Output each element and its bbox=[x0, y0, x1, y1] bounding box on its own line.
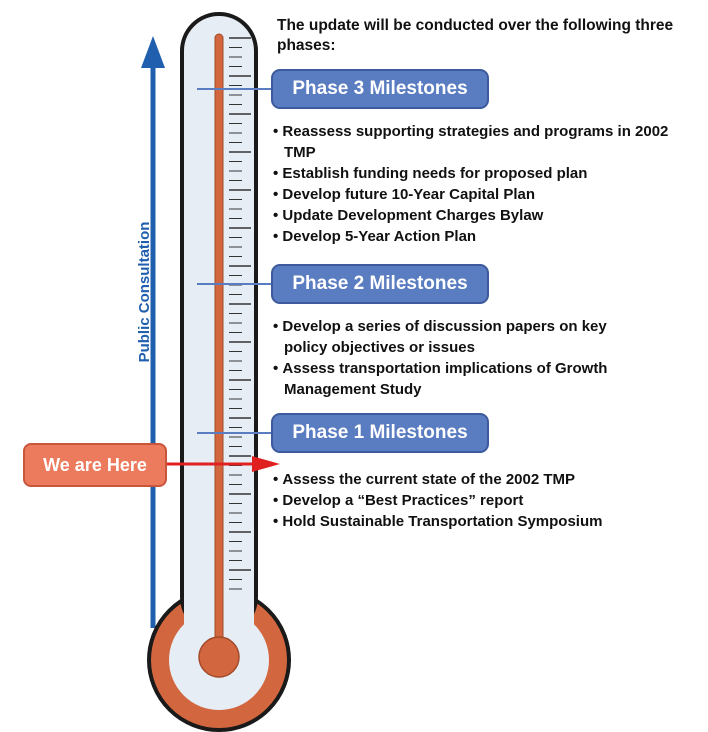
phase-1-title: Phase 1 Milestones bbox=[271, 413, 489, 453]
list-item: Hold Sustainable Transportation Symposiu… bbox=[273, 511, 698, 532]
we-are-here-arrow bbox=[165, 456, 280, 472]
phase-2-title: Phase 2 Milestones bbox=[271, 264, 489, 304]
we-are-here-label: We are Here bbox=[23, 443, 167, 487]
intro-text: The update will be conducted over the fo… bbox=[277, 17, 674, 54]
phase-3-bullet-list: Reassess supporting strategies and progr… bbox=[273, 121, 698, 247]
phase-1-bullet-list: Assess the current state of the 2002 TMP… bbox=[273, 469, 698, 532]
list-item: Develop 5-Year Action Plan bbox=[273, 226, 698, 247]
list-item: Assess transportation implications of Gr… bbox=[273, 358, 648, 400]
list-item: Assess the current state of the 2002 TMP bbox=[273, 469, 698, 490]
list-item: Develop a “Best Practices” report bbox=[273, 490, 698, 511]
phase-3-title: Phase 3 Milestones bbox=[271, 69, 489, 109]
list-item: Develop a series of discussion papers on… bbox=[273, 316, 648, 358]
list-item: Update Development Charges Bylaw bbox=[273, 205, 698, 226]
list-item: Develop future 10-Year Capital Plan bbox=[273, 184, 698, 205]
mercury-column bbox=[198, 33, 240, 678]
list-item: Establish funding needs for proposed pla… bbox=[273, 163, 698, 184]
public-consultation-label: Public Consultation bbox=[136, 221, 153, 363]
phase-2-bullet-list: Develop a series of discussion papers on… bbox=[273, 316, 648, 400]
public-consultation-arrow bbox=[141, 36, 165, 628]
list-item: Reassess supporting strategies and progr… bbox=[273, 121, 698, 163]
